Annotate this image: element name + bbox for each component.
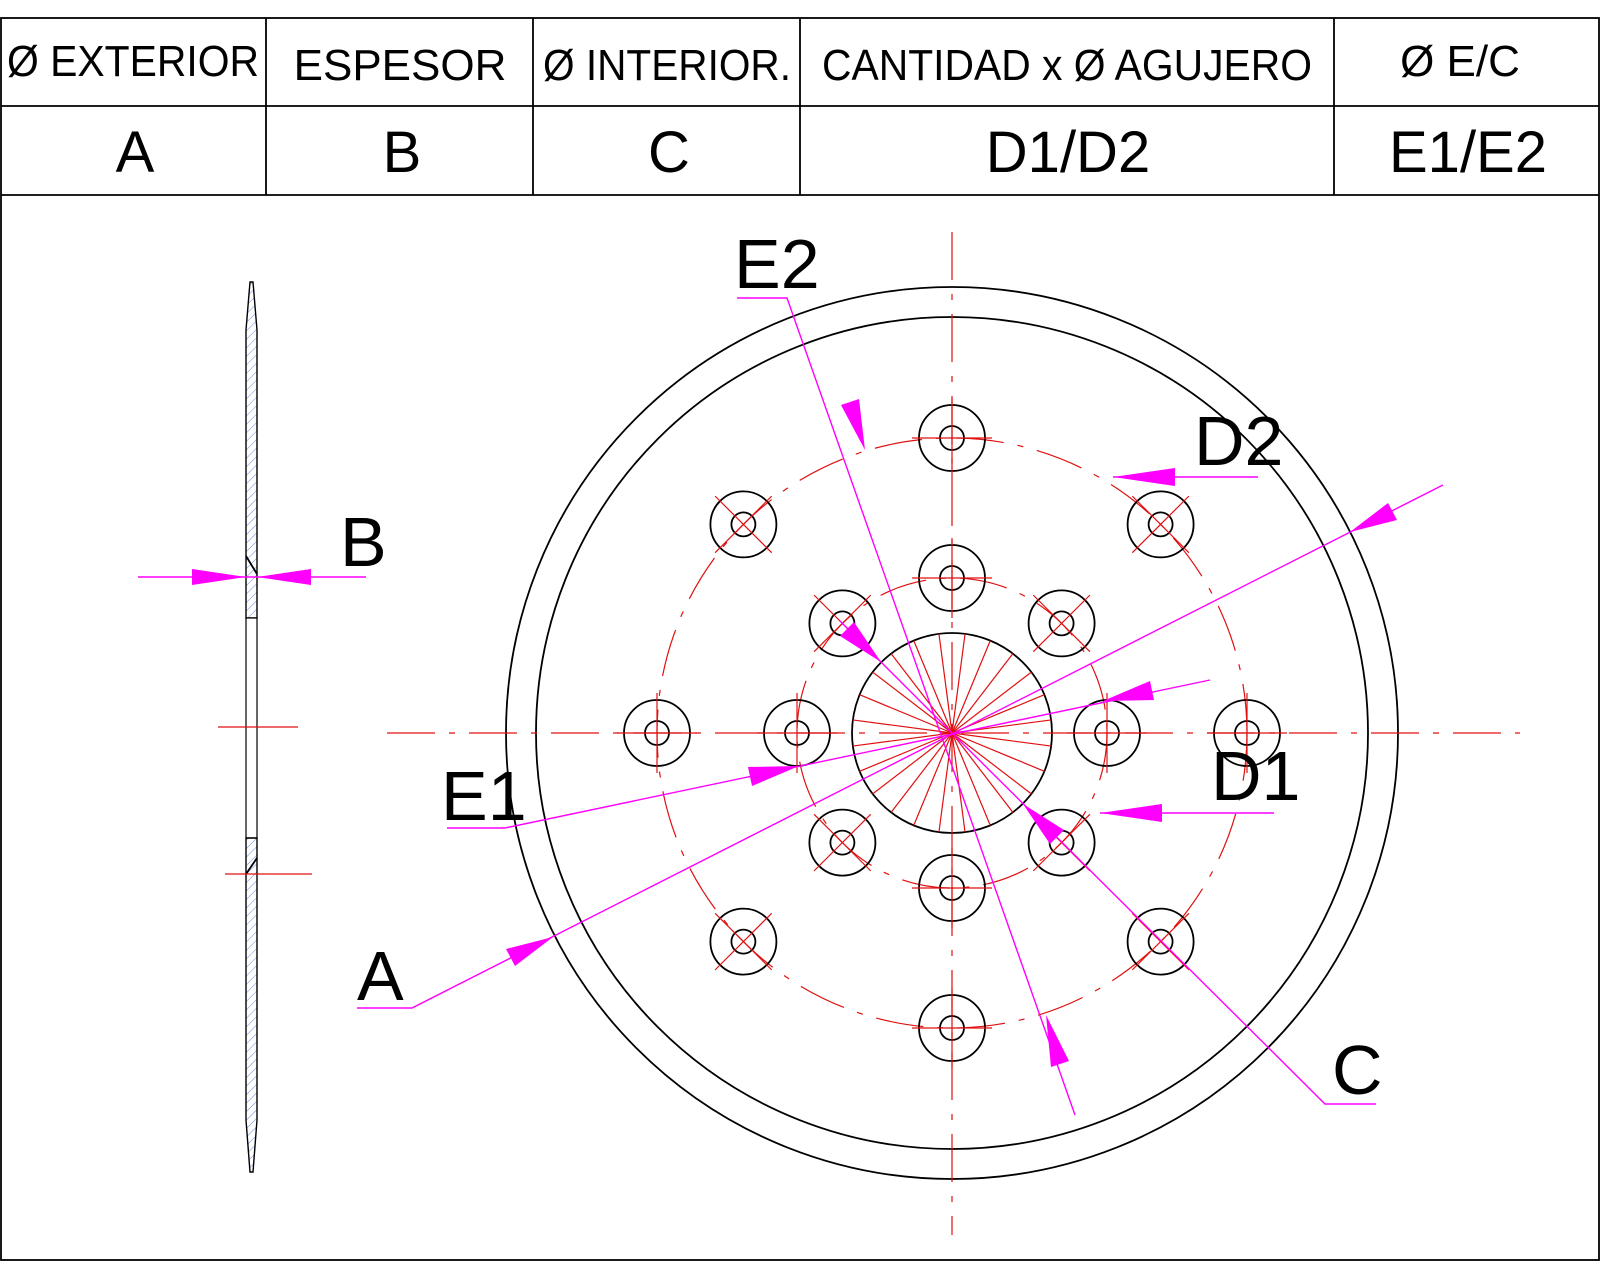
dim-e2-arrow-lower xyxy=(1046,1015,1069,1067)
dim-e1-arrow-left xyxy=(748,766,799,786)
construction-spoke xyxy=(951,653,1014,734)
label-d2: D2 xyxy=(1194,402,1283,480)
header-thickness: ESPESOR xyxy=(294,41,507,90)
construction-spoke xyxy=(890,653,953,734)
outer-hole-bore xyxy=(1147,511,1174,538)
value-hole-quantity: D1/D2 xyxy=(986,120,1150,185)
dim-c-leader xyxy=(839,620,1376,1105)
construction-spoke xyxy=(951,732,991,826)
label-a: A xyxy=(357,937,404,1015)
label-d1: D1 xyxy=(1211,737,1300,815)
inner-hole-bore xyxy=(1048,610,1075,637)
construction-spoke xyxy=(951,732,1014,813)
outer-hole-tangent-mark xyxy=(714,495,773,554)
side-view-hole-edge xyxy=(245,555,258,575)
outer-hole-bore xyxy=(730,928,757,955)
dimension-labels: B A C E1 E2 D1 D2 xyxy=(340,225,1383,1109)
header-interior-diameter: Ø INTERIOR. xyxy=(543,41,791,90)
dim-b-arrow-right xyxy=(257,569,311,585)
dim-e2-leader xyxy=(737,297,1076,1116)
inner-hole-tangent-mark xyxy=(813,813,872,872)
outer-hole-outline xyxy=(709,907,778,976)
dim-e1-arrow-right xyxy=(1103,681,1154,701)
value-bolt-circle: E1/E2 xyxy=(1389,120,1547,185)
construction-spoke xyxy=(951,732,1045,772)
dim-e1-leader xyxy=(447,679,1211,829)
label-e1: E1 xyxy=(441,757,527,835)
label-e2: E2 xyxy=(734,225,820,303)
side-view-lower-section xyxy=(245,837,258,1173)
inner-hole-outline xyxy=(808,589,877,658)
construction-spoke xyxy=(913,640,953,734)
value-interior-diameter: C xyxy=(648,120,690,185)
dim-a-arrow-lower xyxy=(506,937,553,966)
outer-hole-outline xyxy=(1126,490,1195,559)
construction-spoke xyxy=(859,732,953,772)
dim-d2-arrow xyxy=(1113,468,1175,486)
dim-a-arrow-upper xyxy=(1350,503,1397,532)
label-b: B xyxy=(340,503,387,581)
dim-e2-arrow-upper xyxy=(841,399,865,450)
spec-table: Ø EXTERIOR ESPESOR Ø INTERIOR. CANTIDAD … xyxy=(0,17,1600,1261)
dim-d1-arrow xyxy=(1100,804,1162,822)
construction-spoke xyxy=(872,671,953,734)
value-thickness: B xyxy=(383,120,422,185)
inner-hole-outline xyxy=(808,808,877,877)
header-exterior-diameter: Ø EXTERIOR xyxy=(7,37,259,86)
construction-spoke xyxy=(951,671,1032,734)
outer-hole-outline xyxy=(709,490,778,559)
construction-spoke xyxy=(951,640,991,734)
inner-hole-outline xyxy=(1027,808,1096,877)
construction-lines xyxy=(852,633,1052,833)
construction-spoke xyxy=(890,732,953,813)
inner-hole-outline xyxy=(1027,589,1096,658)
construction-spoke xyxy=(951,732,1032,795)
dim-a-leader xyxy=(357,484,1444,1009)
dimensions xyxy=(138,297,1444,1116)
outer-hole-tangent-mark xyxy=(1131,912,1190,971)
construction-spoke xyxy=(852,719,953,734)
value-exterior-diameter: A xyxy=(116,120,155,185)
construction-spoke xyxy=(852,732,953,747)
construction-spoke xyxy=(951,732,1052,747)
dim-c-arrow-lower xyxy=(1023,804,1064,844)
outer-hole-bore xyxy=(730,511,757,538)
dim-c-arrow-upper xyxy=(840,622,881,662)
outer-hole-bore xyxy=(1147,928,1174,955)
label-c: C xyxy=(1332,1031,1383,1109)
side-view xyxy=(218,281,312,1173)
header-bolt-circle: Ø E/C xyxy=(1400,37,1520,86)
construction-spoke xyxy=(951,633,966,734)
construction-spoke xyxy=(859,694,953,734)
dim-b-arrow-left xyxy=(192,569,246,585)
construction-spoke xyxy=(872,732,953,795)
side-view-hole-edge xyxy=(245,857,258,875)
side-view-bore xyxy=(245,617,258,839)
outer-hole-tangent-mark xyxy=(1131,495,1190,554)
outer-hole-outline xyxy=(1126,907,1195,976)
side-view-upper-section xyxy=(245,281,258,619)
header-hole-quantity: CANTIDAD x Ø AGUJERO xyxy=(822,41,1312,90)
construction-spoke xyxy=(938,732,953,833)
outer-hole-tangent-mark xyxy=(714,912,773,971)
inner-hole-tangent-mark xyxy=(1032,594,1091,653)
inner-hole-bore xyxy=(829,829,856,856)
construction-spoke xyxy=(938,633,953,734)
